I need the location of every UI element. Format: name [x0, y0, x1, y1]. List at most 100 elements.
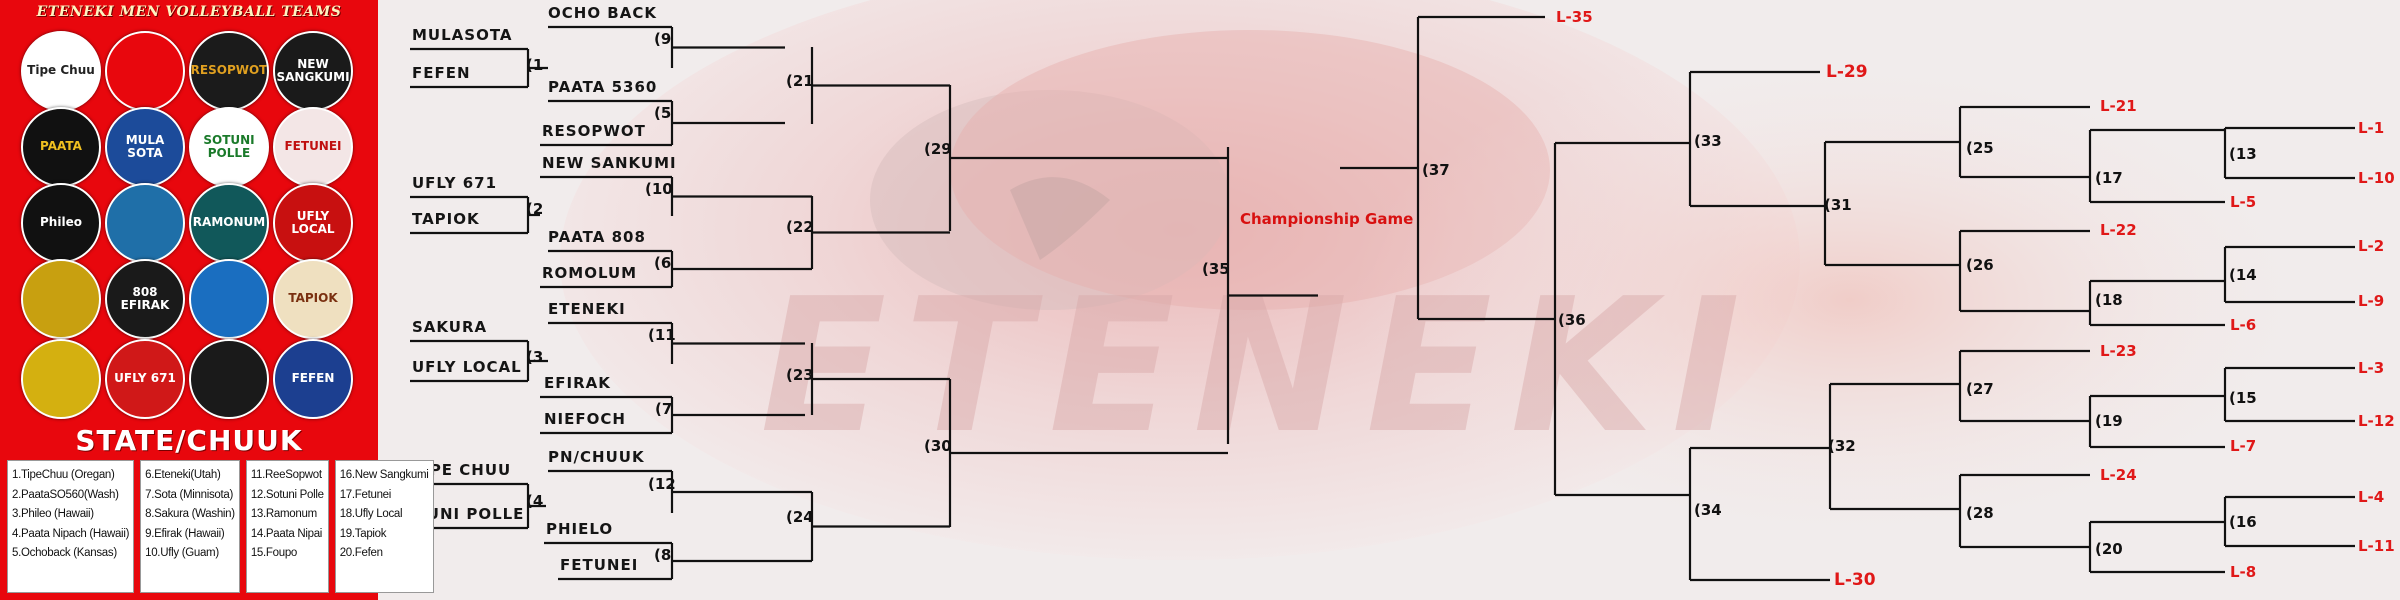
panel-title: ETENEKI MEN VOLLEYBALL TEAMS [36, 4, 342, 20]
team-name: FEFEN [412, 64, 471, 82]
mula-sota-logo: MULA SOTA [105, 107, 185, 187]
game-number: (1 [526, 56, 543, 74]
fefen-logo: FEFEN [273, 339, 353, 419]
game-number: (24 [786, 508, 814, 526]
game-number: (37 [1422, 161, 1450, 179]
team-list-item: 15.Foupo [250, 547, 298, 559]
team-name: TAPIOK [412, 210, 480, 228]
team-list-item: 20.Fefen [339, 547, 383, 559]
team-list-item: 7.Sota (Minnisota) [145, 488, 234, 501]
logo-text: NEW SANGKUMI [276, 56, 350, 84]
logo-text: UFLY LOCAL [291, 208, 335, 236]
loser-label: L-2 [2358, 237, 2384, 255]
loser-label: L-22 [2100, 221, 2137, 239]
loser-label: L-3 [2358, 359, 2384, 377]
team-list-item: 9.Efirak (Hawaii) [145, 527, 225, 540]
team-list-item: 5.Ochoback (Kansas) [12, 547, 117, 559]
logo-text: RAMONUM [192, 215, 266, 230]
logo-text: SOTUNI POLLE [203, 132, 255, 160]
team-name: EFIRAK [544, 374, 611, 392]
game-number: (18 [2095, 291, 2123, 309]
championship-label: Championship Game [1240, 210, 1413, 228]
logo-text: UFLY 671 [114, 371, 176, 386]
phileo-logo: Phileo [21, 183, 101, 263]
team-name: ROMOLUM [542, 264, 637, 282]
team-list-item: 6.Eteneki(Utah) [145, 469, 221, 481]
paata-logo: PAATA [21, 107, 101, 187]
game-number: (36 [1558, 311, 1586, 329]
team-list-item: 18.Ufly Local [339, 508, 403, 520]
team-list-item: 19.Tapiok [339, 527, 387, 540]
loser-label: L-29 [1826, 62, 1868, 82]
game-number: (5 [654, 104, 671, 122]
team-name: ETENEKI [548, 300, 626, 318]
game-number: (4 [526, 492, 543, 510]
game-number: (35 [1202, 260, 1230, 278]
team-name: PN/CHUUK [548, 448, 645, 466]
game-number: (16 [2229, 513, 2257, 531]
new-sangkumi-logo: NEW SANGKUMI [273, 31, 353, 111]
team-list-item: 2.PaataSO560(Wash) [12, 488, 119, 501]
logo-text: PAATA [40, 139, 82, 154]
game-number: (31 [1824, 196, 1852, 214]
game-number: (27 [1966, 380, 1994, 398]
game-number: (22 [786, 218, 814, 236]
game-number: (11 [648, 326, 676, 344]
beak-shape [1010, 177, 1110, 260]
team-list-column: 6.Eteneki(Utah) 7.Sota (Minnisota) 8.Sakur… [140, 460, 240, 593]
eteneki-logo [21, 259, 101, 339]
game-number: (2 [526, 200, 543, 218]
loser-label: L-12 [2358, 412, 2395, 430]
loser-label: L-30 [1834, 570, 1876, 590]
game-number: (6 [654, 254, 671, 272]
game-number: (21 [786, 72, 814, 90]
ocho-back-logo [21, 339, 101, 419]
loser-label: L-5 [2230, 193, 2256, 211]
loser-label: L-24 [2100, 466, 2137, 484]
game-number: (15 [2229, 389, 2257, 407]
game-number: (23 [786, 366, 814, 384]
background-word: ETENEKI [760, 258, 1758, 474]
team-name: MULASOTA [412, 26, 513, 44]
team-name: PHIELO [546, 520, 613, 538]
game-number: (9 [654, 30, 671, 48]
game-number: (3 [526, 348, 543, 366]
team-list-item: 1.TipeChuu (Oregan) [12, 469, 115, 481]
team-list-column: 1.TipeChuu (Oregan)2.PaataSO560(Wash)3.P… [7, 460, 135, 593]
logo-text: FEFEN [291, 371, 335, 386]
game-number: (28 [1966, 504, 1994, 522]
loser-label: L-4 [2358, 488, 2384, 506]
ramonum-logo: RAMONUM [189, 183, 269, 263]
ufly-local-logo: UFLY LOCAL [273, 183, 353, 263]
loser-label: L-11 [2358, 537, 2395, 555]
game-number: (25 [1966, 139, 1994, 157]
team-list-item: 17.Fetunei [339, 488, 392, 501]
palm-logo [105, 183, 185, 263]
808-efirak-logo: 808 EFIRAK [105, 259, 185, 339]
fetunei-logo: FETUNEI [273, 107, 353, 187]
game-number: (32 [1828, 437, 1856, 455]
team-list-item: 11.ReeSopwot [250, 469, 322, 481]
game-number: (13 [2229, 145, 2257, 163]
ufly-671-logo: UFLY 671 [105, 339, 185, 419]
team-name: UFLY 671 [412, 174, 497, 192]
state-title: STATE/CHUUK [75, 424, 303, 457]
team-name: SAKURA [412, 318, 487, 336]
loser-label: L-35 [1556, 8, 1593, 26]
team-name: PAATA 808 [548, 228, 646, 246]
team-list: 1.TipeChuu (Oregan)2.PaataSO560(Wash)3.P… [7, 460, 434, 593]
glow-right [1350, 40, 2350, 560]
team-list-item: 8.Sakura (Washin) [145, 508, 235, 520]
logo-text: 808 EFIRAK [120, 284, 170, 312]
team-name: OCHO BACK [548, 4, 657, 22]
game-number: (34 [1694, 501, 1722, 519]
game-number: (29 [924, 140, 952, 158]
mascot-logo [105, 31, 185, 111]
team-name: PAATA 5360 [548, 78, 657, 96]
game-number: (10 [645, 180, 673, 198]
logo-text: MULA SOTA [125, 132, 165, 160]
